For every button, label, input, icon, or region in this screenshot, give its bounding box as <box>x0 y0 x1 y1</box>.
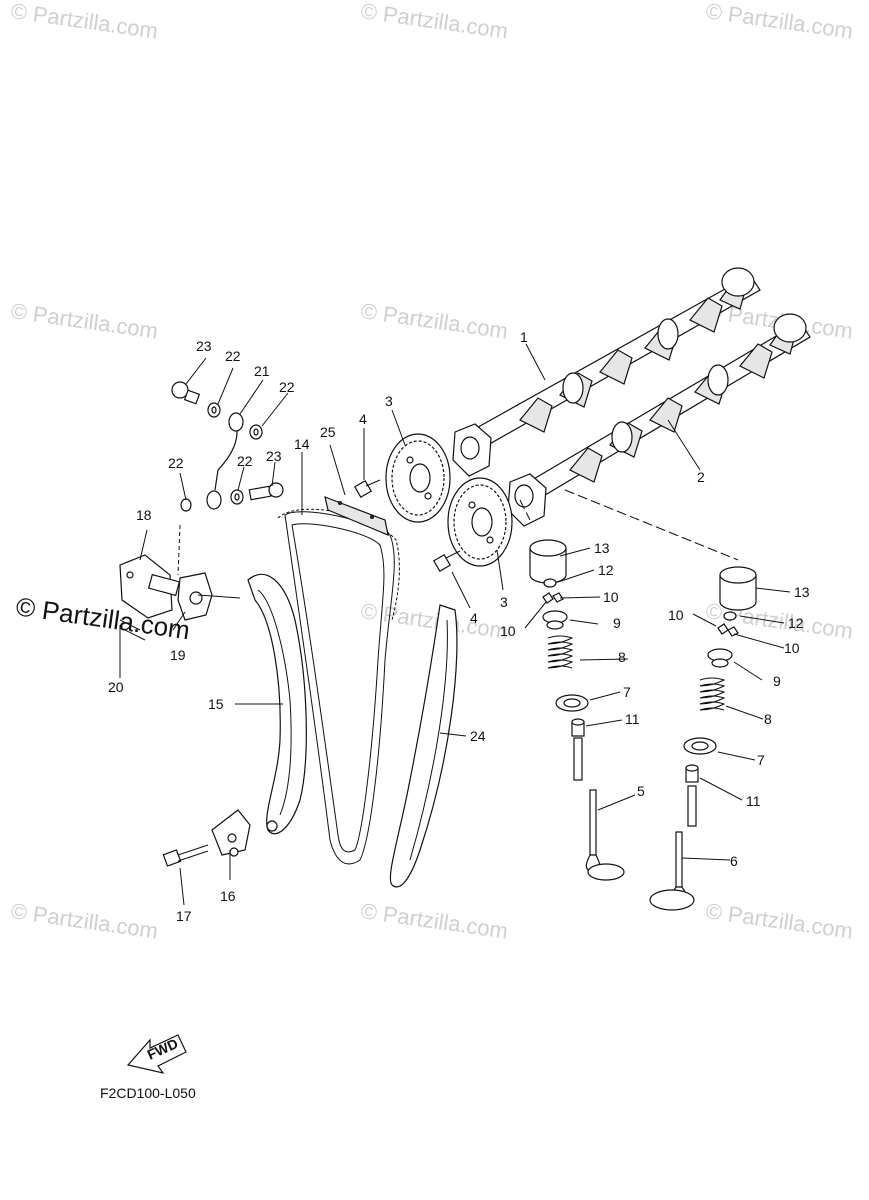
callout-21: 21 <box>254 363 270 379</box>
exhaust-valve[interactable] <box>649 831 695 911</box>
timing-chain[interactable] <box>277 508 400 865</box>
watermark-text: © Partzilla.com <box>9 298 159 343</box>
sprocket-bolt-upper[interactable] <box>353 479 381 499</box>
union-bolt-lower[interactable] <box>248 482 284 501</box>
spring-retainer-right[interactable] <box>707 648 733 668</box>
watermark-text: © Partzilla.com <box>359 0 509 44</box>
callout-16: 16 <box>220 888 236 904</box>
watermark-text: © Partzilla.com <box>704 0 854 44</box>
callout-8: 8 <box>764 711 772 727</box>
callout-10: 10 <box>784 640 800 656</box>
callout-20: 20 <box>108 679 124 695</box>
chain-tensioner-guide[interactable] <box>247 573 307 835</box>
callout-19: 19 <box>170 647 186 663</box>
callout-7: 7 <box>623 684 631 700</box>
tensioner-bolt[interactable] <box>162 844 209 867</box>
valve-spring-left[interactable] <box>547 635 574 669</box>
callout-11: 11 <box>625 711 640 727</box>
diagram-code: F2CD100-L050 <box>100 1085 196 1101</box>
chain-guide-top[interactable] <box>324 496 389 536</box>
spring-seat-right[interactable] <box>683 737 717 755</box>
callout-labels: 1 2 3 3 4 4 5 6 7 7 8 8 9 9 10 10 10 10 … <box>108 329 810 924</box>
callout-3: 3 <box>385 393 393 409</box>
watermark-text: © Partzilla.com <box>9 0 159 44</box>
valve-stem-seal-left[interactable] <box>571 718 585 737</box>
callout-9: 9 <box>613 615 621 631</box>
callout-13: 13 <box>794 584 810 600</box>
callout-14: 14 <box>294 436 310 452</box>
callout-10: 10 <box>500 623 516 639</box>
valve-guide-left[interactable] <box>573 737 583 781</box>
callout-22: 22 <box>237 453 253 469</box>
callout-8: 8 <box>618 649 626 665</box>
chain-guide-exhaust[interactable] <box>389 604 458 888</box>
callout-12: 12 <box>788 615 804 631</box>
watermark-text: © Partzilla.com <box>704 898 854 943</box>
valve-stem-seal-right[interactable] <box>685 764 699 783</box>
shim-right[interactable] <box>723 611 737 621</box>
camshaft-2[interactable] <box>507 313 811 527</box>
watermark-text: © Partzilla.com <box>359 298 509 343</box>
spring-retainer-left[interactable] <box>542 610 568 630</box>
leader-lines <box>119 343 791 906</box>
washer-upper-1[interactable] <box>207 402 221 418</box>
callout-5: 5 <box>637 783 645 799</box>
callout-4: 4 <box>470 610 478 626</box>
callout-4: 4 <box>359 411 367 427</box>
spring-seat-left[interactable] <box>555 694 589 712</box>
callout-10: 10 <box>668 607 684 623</box>
callout-17: 17 <box>176 908 192 924</box>
callout-23: 23 <box>266 448 282 464</box>
callout-1: 1 <box>520 329 528 345</box>
watermark-text: © Partzilla.com <box>359 598 509 643</box>
cam-sprocket-lower[interactable] <box>447 477 513 567</box>
fwd-arrow-icon: FWD <box>126 1034 187 1074</box>
sprocket-bolt-lower[interactable] <box>432 550 461 573</box>
callout-9: 9 <box>773 673 781 689</box>
valve-guide-right[interactable] <box>687 785 697 827</box>
callout-3: 3 <box>500 594 508 610</box>
valve-lifter-left[interactable] <box>529 539 567 584</box>
valve-spring-right[interactable] <box>699 677 726 711</box>
oil-pipe[interactable] <box>206 412 244 510</box>
callout-22: 22 <box>168 455 184 471</box>
washer-lower-2[interactable] <box>230 489 244 505</box>
callout-25: 25 <box>320 424 336 440</box>
tensioner-bolts[interactable] <box>119 619 146 641</box>
callout-24: 24 <box>470 728 486 744</box>
callout-6: 6 <box>730 853 738 869</box>
callout-22: 22 <box>225 348 241 364</box>
callout-7: 7 <box>757 752 765 768</box>
keepers-left[interactable] <box>542 592 564 604</box>
shim-left[interactable] <box>543 578 557 588</box>
callout-10: 10 <box>603 589 619 605</box>
callout-11: 11 <box>746 793 761 809</box>
callout-15: 15 <box>208 696 224 712</box>
washer-lower-1[interactable] <box>180 498 192 512</box>
union-bolt-upper[interactable] <box>171 381 201 405</box>
washer-upper-2[interactable] <box>249 424 263 440</box>
tensioner-assembly[interactable] <box>211 809 251 857</box>
intake-valve[interactable] <box>585 789 625 881</box>
cam-chain-tensioner[interactable] <box>119 554 181 619</box>
callout-23: 23 <box>196 338 212 354</box>
watermark-text: © Partzilla.com <box>359 898 509 943</box>
valve-lifter-right[interactable] <box>719 566 757 611</box>
callout-12: 12 <box>598 562 614 578</box>
callout-13: 13 <box>594 540 610 556</box>
camshaft-1[interactable] <box>452 267 761 477</box>
tensioner-gasket[interactable] <box>177 572 213 621</box>
callout-22: 22 <box>279 379 295 395</box>
watermark-text: © Partzilla.com <box>9 898 159 943</box>
callout-2: 2 <box>697 469 705 485</box>
callout-18: 18 <box>136 507 152 523</box>
keepers-right[interactable] <box>717 623 739 637</box>
cam-sprocket-upper[interactable] <box>385 433 451 523</box>
